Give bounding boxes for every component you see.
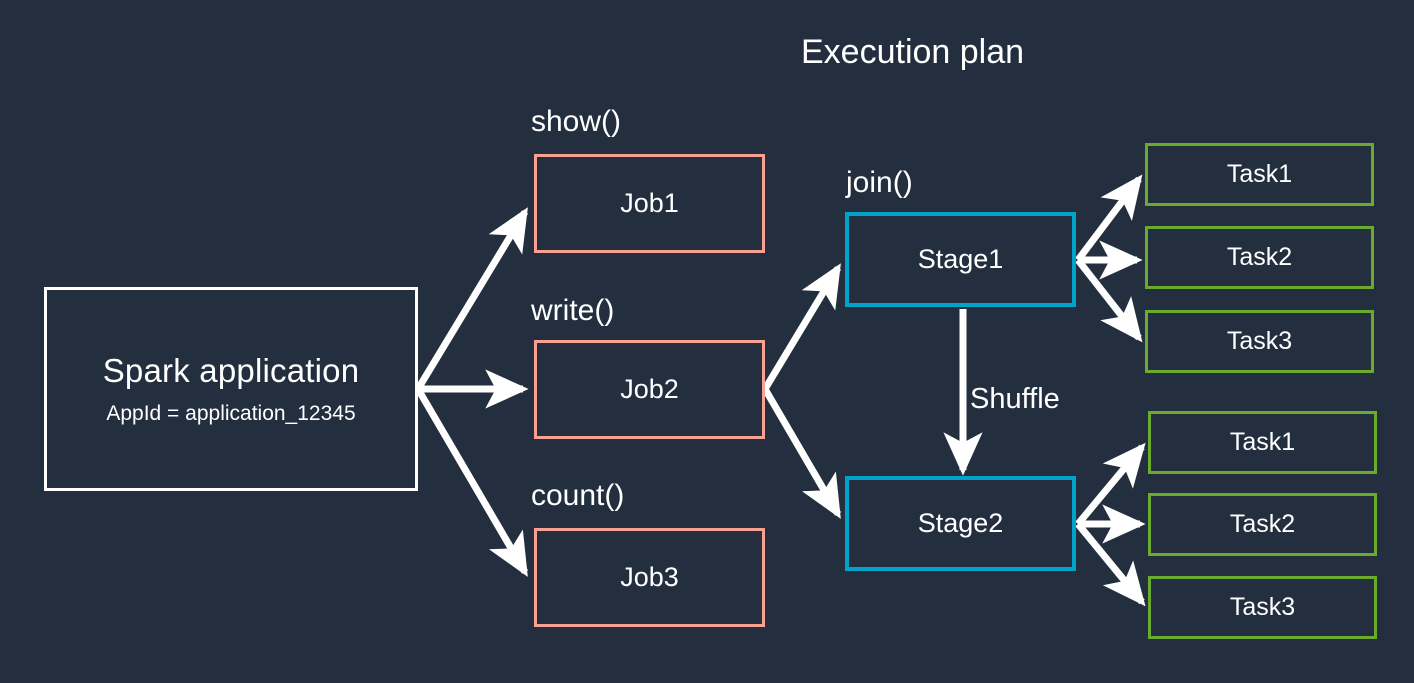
action-label-show: show() (531, 105, 622, 138)
task-label-stage1-task1: Task1 (1226, 160, 1293, 189)
task-box-stage2-task3[interactable]: Task3 (1148, 576, 1377, 639)
task-box-stage1-task2[interactable]: Task2 (1145, 226, 1374, 289)
task-box-stage1-task1[interactable]: Task1 (1145, 143, 1374, 206)
task-box-stage1-task3[interactable]: Task3 (1145, 310, 1374, 373)
action-label-join: join() (846, 166, 913, 199)
arrow-stage2-to-tasks (1075, 442, 1146, 607)
task-box-stage2-task2[interactable]: Task2 (1148, 493, 1377, 556)
job-label-job3: Job3 (620, 561, 679, 592)
task-label-stage2-task3: Task3 (1229, 593, 1296, 622)
stage-box-stage2[interactable]: Stage2 (845, 476, 1076, 571)
shuffle-label: Shuffle (970, 383, 1060, 415)
job-box-job2[interactable]: Job2 (534, 340, 765, 439)
page-title: Execution plan (801, 33, 1025, 71)
spark-application-title: Spark application (102, 351, 360, 389)
arrow-job2-to-stages (761, 263, 842, 519)
job-label-job2: Job2 (620, 373, 679, 404)
arrow-stage1-to-tasks (1075, 174, 1143, 343)
spark-application-box[interactable]: Spark application AppId = application_12… (44, 287, 418, 491)
job-box-job1[interactable]: Job1 (534, 154, 765, 253)
stage-box-stage1[interactable]: Stage1 (845, 212, 1076, 307)
stage-label-stage1: Stage1 (917, 243, 1004, 274)
action-label-write: write() (531, 294, 615, 327)
task-label-stage1-task2: Task2 (1226, 243, 1293, 272)
task-label-stage1-task3: Task3 (1226, 327, 1293, 356)
arrow-app-to-jobs (414, 207, 529, 577)
job-box-job3[interactable]: Job3 (534, 528, 765, 627)
action-label-count: count() (531, 479, 625, 512)
task-label-stage2-task2: Task2 (1229, 510, 1296, 539)
spark-application-appid: AppId = application_12345 (106, 401, 356, 425)
job-label-job1: Job1 (620, 187, 679, 218)
stage-label-stage2: Stage2 (917, 507, 1004, 538)
task-box-stage2-task1[interactable]: Task1 (1148, 411, 1377, 474)
task-label-stage2-task1: Task1 (1229, 428, 1296, 457)
